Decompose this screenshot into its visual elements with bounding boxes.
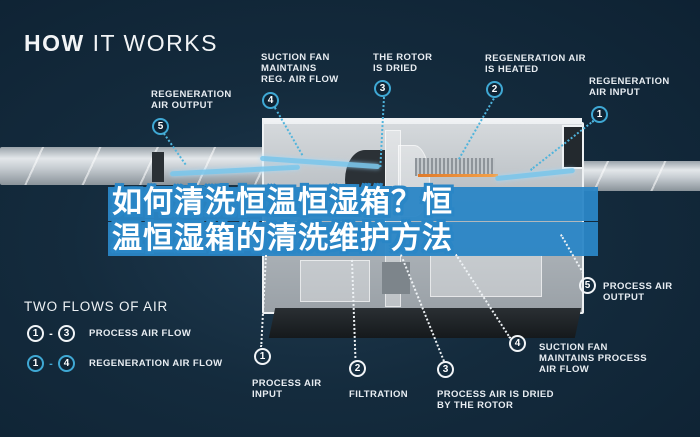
heater-glow (418, 174, 498, 177)
callout-label-process-dried: PROCESS AIR IS DRIED BY THE ROTOR (437, 389, 554, 411)
article-title-banner: 如何清洗恒温恒湿箱？恒 温恒湿箱的清洗维护方法 (112, 185, 592, 257)
callout-number-2-top: 2 (486, 81, 503, 98)
banner-background-line1 (108, 187, 598, 221)
callout-label-process-output: PROCESS AIR OUTPUT (603, 281, 673, 303)
legend-process-to: 3 (58, 325, 75, 342)
process-chamber (430, 255, 542, 297)
legend-process-label: PROCESS AIR FLOW (89, 328, 192, 339)
callout-label-regen-heated: REGENERATION AIR IS HEATED (485, 53, 586, 75)
callout-label-rotor-dried: THE ROTOR IS DRIED (373, 52, 433, 74)
callout-label-regen-output: REGENERATION AIR OUTPUT (151, 89, 232, 111)
callout-number-3-bottom: 3 (437, 361, 454, 378)
legend-process-from: 1 (27, 325, 44, 342)
legend-title: TWO FLOWS OF AIR (24, 299, 169, 314)
callout-number-3-top: 3 (374, 80, 391, 97)
left-duct-stripes (0, 147, 285, 185)
callout-number-1-top: 1 (591, 106, 608, 123)
callout-label-process-input: PROCESS AIR INPUT (252, 378, 322, 400)
callout-label-regen-input: REGENERATION AIR INPUT (589, 76, 670, 98)
callout-number-1-bottom: 1 (254, 348, 271, 365)
legend-regen-to: 4 (58, 355, 75, 372)
heater-coil (415, 158, 495, 176)
legend-row-regeneration: 1 - 4 REGENERATION AIR FLOW (27, 355, 222, 372)
legend-regen-from: 1 (27, 355, 44, 372)
banner-line-2: 温恒湿箱的清洗维护方法 (112, 221, 453, 256)
callout-number-5-bottom: 5 (579, 277, 596, 294)
legend-process-dash: - (49, 327, 53, 340)
legend-regen-label: REGENERATION AIR FLOW (89, 358, 223, 369)
callout-number-5-top: 5 (152, 118, 169, 135)
title-rest: IT WORKS (84, 30, 218, 56)
right-duct-stripes (565, 161, 700, 191)
callout-label-suction-fan-process: SUCTION FAN MAINTAINS PROCESS AIR FLOW (539, 342, 647, 375)
left-duct-opening (152, 152, 164, 182)
callout-number-4-top: 4 (262, 92, 279, 109)
page-title: HOW IT WORKS (24, 30, 218, 57)
title-bold: HOW (24, 30, 85, 56)
callout-label-suction-fan-reg: SUCTION FAN MAINTAINS REG. AIR FLOW (261, 52, 339, 85)
callout-number-4-bottom: 4 (509, 335, 526, 352)
callout-number-2-bottom: 2 (349, 360, 366, 377)
filter-drawer (300, 260, 370, 302)
callout-label-filtration: FILTRATION (349, 389, 409, 400)
motor-unit (382, 262, 410, 294)
legend-row-process: 1 - 3 PROCESS AIR FLOW (27, 325, 191, 342)
banner-line-1: 如何清洗恒温恒湿箱？恒 (112, 185, 453, 220)
legend-regen-dash: - (49, 357, 53, 370)
banner-background-line2 (108, 222, 598, 256)
